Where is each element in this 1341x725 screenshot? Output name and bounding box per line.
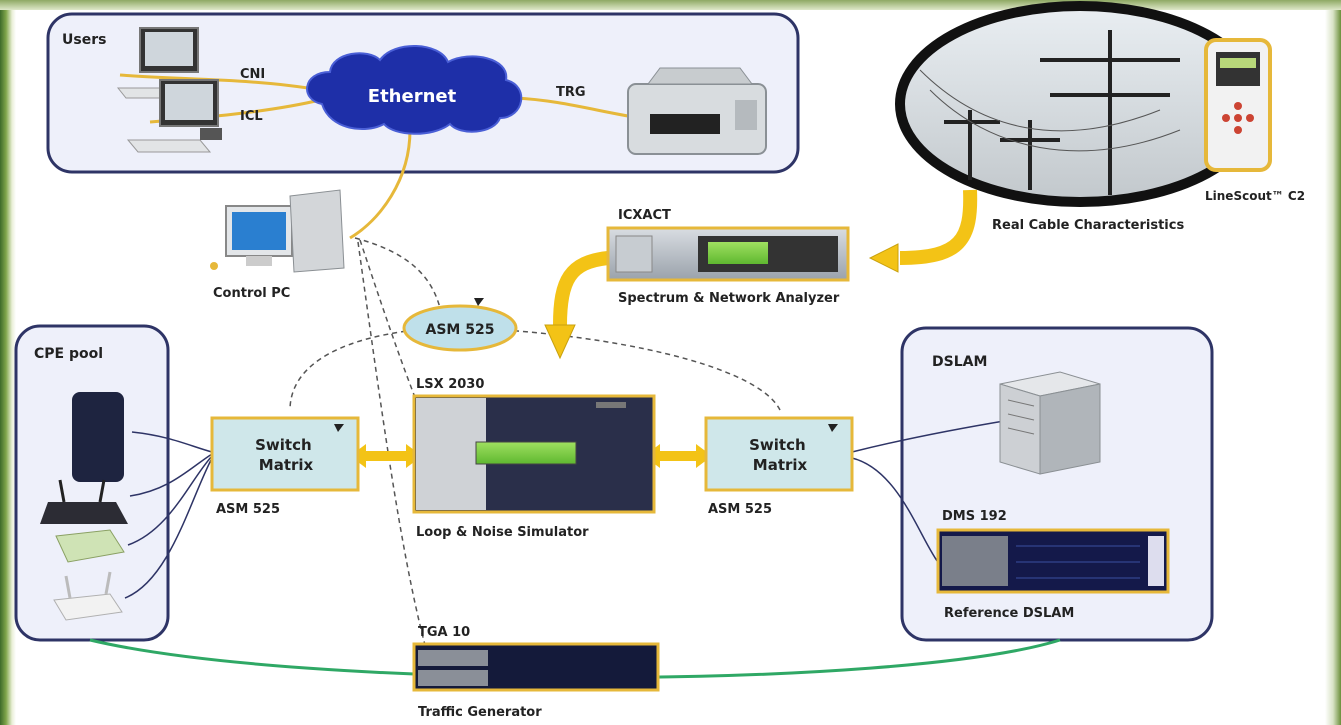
analyzer-label: Spectrum & Network Analyzer <box>618 291 840 306</box>
cpe-cables <box>124 419 1011 599</box>
svg-text:ASM 525: ASM 525 <box>426 322 495 338</box>
printer-icon <box>627 67 767 155</box>
switch-matrix-left-line2: Matrix <box>259 456 314 474</box>
asm-left-label: ASM 525 <box>216 502 280 517</box>
control-pc-label: Control PC <box>213 286 290 301</box>
icxact-analyzer-icon <box>606 226 850 282</box>
svg-text:Switch Matrix: Switch Matrix <box>749 436 811 474</box>
cpe-wifi-icon <box>53 571 123 621</box>
yellow-arrows <box>350 189 978 468</box>
cpe-router-icon <box>40 479 128 524</box>
cpe-pool-group: CPE pool <box>14 324 170 642</box>
control-pc-icon <box>210 189 345 273</box>
top-gradient-bar <box>0 0 1341 10</box>
lsx2030-simulator-icon <box>412 394 656 514</box>
linescout-label: LineScout™ C2 <box>1205 189 1305 203</box>
svg-text:Switch Matrix: Switch Matrix <box>255 436 317 474</box>
users-group-label: Users <box>62 32 106 48</box>
dslam-group-label: DSLAM <box>932 354 987 370</box>
real-cable-label: Real Cable Characteristics <box>992 218 1184 233</box>
cpe-pool-group-label: CPE pool <box>34 346 103 362</box>
dms-model-label: DMS 192 <box>942 509 1007 524</box>
lsx-name-label: Loop & Noise Simulator <box>416 525 589 540</box>
lsx-model-label: LSX 2030 <box>416 377 484 392</box>
dms192-reference-dslam-icon <box>936 528 1170 594</box>
icxact-label: ICXACT <box>618 208 671 223</box>
user-computer-2-icon <box>126 79 222 153</box>
ethernet-cloud-icon: Ethernet <box>306 45 523 135</box>
link-label-cni: CNI <box>240 67 265 82</box>
link-label-icl: ICL <box>240 109 263 124</box>
dms-name-label: Reference DSLAM <box>944 606 1074 621</box>
switch-matrix-right-line2: Matrix <box>753 456 808 474</box>
dslam-server-icon <box>999 371 1101 475</box>
switch-matrix-left-line1: Switch <box>255 436 312 454</box>
tga10-traffic-generator-icon <box>412 642 660 692</box>
asm525-top-node: ASM 525 <box>402 298 518 352</box>
switch-matrix-right: Switch Matrix <box>704 416 854 492</box>
cpe-modem-icon <box>72 392 124 482</box>
asm-right-label: ASM 525 <box>708 502 772 517</box>
link-label-trg: TRG <box>556 85 586 100</box>
linescout-device-icon <box>1204 38 1272 172</box>
switch-matrix-left: Switch Matrix <box>210 416 360 492</box>
ethernet-label: Ethernet <box>368 86 457 107</box>
switch-matrix-right-line1: Switch <box>749 436 806 454</box>
control-dashed-links <box>289 237 781 646</box>
cpe-gateway-icon <box>55 529 125 563</box>
tga-name-label: Traffic Generator <box>418 705 542 720</box>
tga-model-label: TGA 10 <box>418 625 470 640</box>
